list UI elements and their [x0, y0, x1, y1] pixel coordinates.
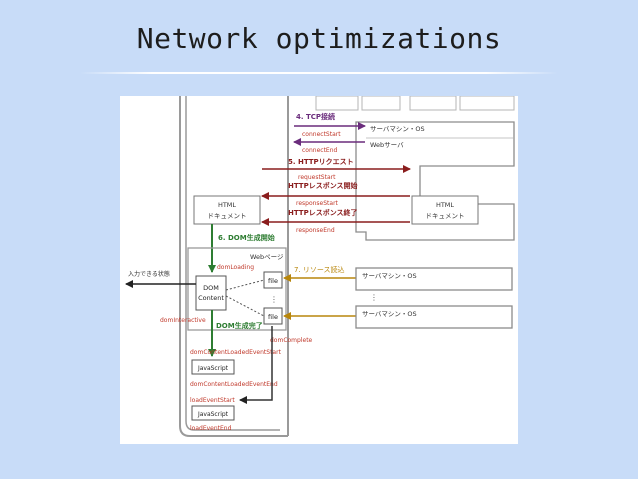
- request-start-label: requestStart: [298, 174, 336, 181]
- resource-server-label-1: サーバマシン・OS: [362, 272, 417, 280]
- title-divider: [80, 72, 558, 74]
- http-response-begin-label: HTTPレスポンス開始: [288, 181, 358, 190]
- top-cell-1: [315, 95, 359, 111]
- dom-content-box: [195, 275, 227, 311]
- response-end-label: responseEnd: [296, 227, 335, 234]
- html-document-left-line2: ドキュメント: [208, 212, 247, 220]
- server-top-box: [355, 121, 515, 241]
- dom-content-line1: DOM: [203, 284, 219, 292]
- web-page-box: [187, 247, 287, 331]
- dom-to-file-1: [225, 279, 265, 291]
- diagram-canvas: サーバマシン・OS Webサーバ 4. TCP接続 connectStart c…: [125, 95, 515, 437]
- navigation-timing-diagram: サーバマシン・OS Webサーバ 4. TCP接続 connectStart c…: [120, 95, 518, 444]
- file-label-1: file: [268, 277, 278, 285]
- connect-start-label: connectStart: [302, 131, 341, 138]
- server-top-machine: サーバマシン・OS: [370, 125, 425, 133]
- html-document-right-line1: HTML: [436, 201, 454, 209]
- html-document-left: [193, 195, 261, 225]
- connect-end-label: connectEnd: [302, 147, 338, 154]
- server-top-webserver: Webサーバ: [370, 141, 404, 149]
- web-page-label: Webページ: [250, 253, 284, 261]
- resource-server-box-1: [355, 267, 513, 291]
- file-box-2: [263, 307, 283, 325]
- response-start-label: responseStart: [296, 200, 339, 207]
- javascript-label-2: JavaScript: [197, 411, 229, 418]
- top-cell-4: [459, 95, 515, 111]
- javascript-box-2: [191, 405, 235, 421]
- dom-complete-label: domComplete: [270, 337, 313, 344]
- javascript-box-1: [191, 359, 235, 375]
- dom-to-file-2: [225, 295, 265, 317]
- top-cell-2: [361, 95, 401, 111]
- dom-step-label: 6. DOM生成開始: [218, 233, 275, 242]
- slide-title: Network optimizations: [136, 22, 502, 55]
- top-cell-3: [409, 95, 457, 111]
- resource-server-box-2: [355, 305, 513, 329]
- file-box-1: [263, 271, 283, 289]
- resource-ellipsis: ⋮: [370, 293, 378, 302]
- dom-content-line2: Content: [198, 294, 224, 302]
- html-document-right-line2: ドキュメント: [426, 212, 465, 220]
- dom-complete-step-label: DOM生成完了: [216, 321, 263, 330]
- html-document-left-line1: HTML: [218, 201, 236, 209]
- http-response-end-label: HTTPレスポンス終了: [288, 208, 358, 217]
- dcl-event-end-label: domContentLoadedEventEnd: [190, 381, 278, 388]
- resource-step-label: 7. リソース読込: [294, 265, 345, 274]
- dcl-event-start-label: domContentLoadedEventStart: [190, 349, 282, 356]
- javascript-label-1: JavaScript: [197, 365, 229, 372]
- browser-frame-outer: [179, 96, 288, 437]
- file-ellipsis: ⋮: [270, 295, 278, 304]
- browser-frame-inner: [185, 96, 280, 431]
- html-document-right: [411, 195, 479, 225]
- http-request-step-label: 5. HTTPリクエスト: [288, 157, 354, 166]
- tcp-step-label: 4. TCP接続: [296, 112, 335, 121]
- load-event-start-label: loadEventStart: [190, 397, 235, 404]
- interactive-state-label: 入力できる状態: [128, 270, 170, 278]
- dom-interactive-label: domInteractive: [160, 317, 206, 324]
- resource-server-label-2: サーバマシン・OS: [362, 310, 417, 318]
- dom-loading-label: domLoading: [217, 264, 254, 271]
- dom-complete-return-arrow: [239, 326, 273, 404]
- file-label-2: file: [268, 313, 278, 321]
- load-event-end-label: loadEventEnd: [190, 425, 232, 432]
